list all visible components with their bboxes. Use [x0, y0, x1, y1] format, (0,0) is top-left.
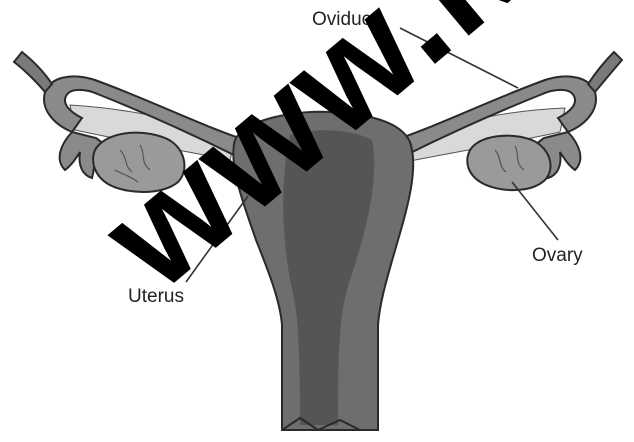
oviduct-label: Oviduct [312, 10, 376, 29]
ovary-leader-line [512, 182, 558, 240]
left-ovary [93, 133, 184, 192]
oviduct-leader-line [400, 28, 518, 88]
uterus-leader-line [186, 196, 248, 282]
right-ovary [467, 136, 550, 190]
ovary-label: Ovary [532, 246, 583, 265]
left-oviduct-tip [14, 52, 52, 92]
uterus-label: Uterus [128, 287, 184, 306]
right-oviduct-tip [588, 52, 622, 92]
